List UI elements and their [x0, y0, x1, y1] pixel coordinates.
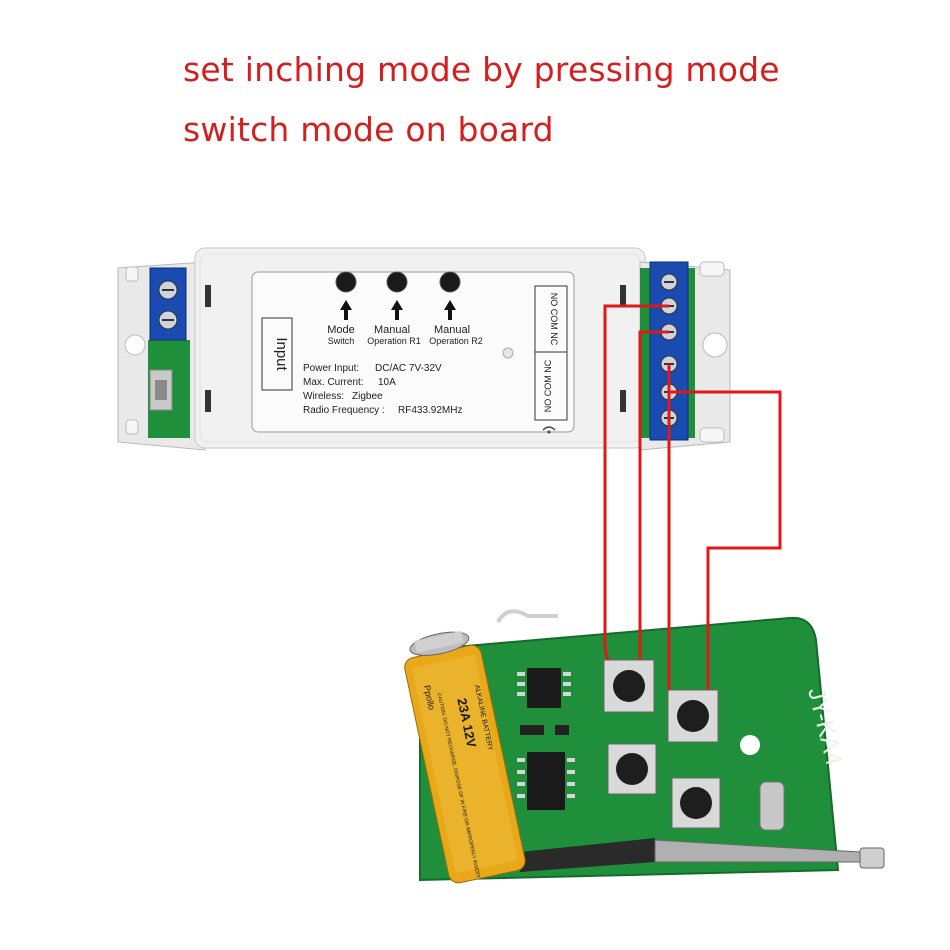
ic-chip: [527, 752, 565, 810]
wifi-icon: [542, 426, 556, 431]
spec-key: Wireless:: [303, 391, 344, 402]
r1-button-sub: Operation R1: [367, 336, 421, 346]
remote-pcb: JY-KA4: [419, 609, 885, 882]
wire-1: [603, 304, 669, 661]
status-led: [502, 347, 514, 359]
relay-module: Input Mode Switch Manual Operation R1 Ma…: [117, 247, 731, 451]
spec-value: DC/AC 7V-32V: [375, 363, 442, 374]
input-label-box: [261, 317, 293, 391]
spec-key: Max. Current:: [303, 377, 364, 388]
wire-4: [669, 390, 782, 690]
spec-value: RF433.92MHz: [398, 405, 462, 416]
mode-button-title: Mode: [327, 324, 355, 336]
terminal-label-top: NO COM NC: [549, 293, 559, 346]
output-terminal-block: [649, 261, 689, 441]
spec-key: Radio Frequency :: [303, 405, 385, 416]
r2-button-sub: Operation R2: [429, 336, 483, 346]
r2-button-title: Manual: [434, 324, 470, 336]
spec-value: Zigbee: [352, 391, 383, 402]
remote-button-c[interactable]: [607, 743, 657, 795]
manual-r2-button[interactable]: [439, 271, 461, 293]
terminal-label-box-top: [534, 285, 568, 353]
battery: 23A 12V ALKALINE BATTERY CAUTION: DO NOT…: [404, 630, 526, 884]
terminal-label-bottom: NO COM NC: [543, 359, 553, 412]
spec-list: Power Input: DC/AC 7V-32V Max. Current: …: [303, 363, 462, 416]
spec-value: 10A: [378, 377, 396, 388]
mode-button-sub: Switch: [328, 336, 355, 346]
wire-2: [638, 330, 669, 660]
manual-r1-button[interactable]: [386, 271, 408, 293]
crystal: [759, 781, 785, 831]
wires: [603, 304, 782, 690]
spec-key: Power Input:: [303, 363, 359, 374]
ic-chip: [527, 668, 561, 708]
antenna: [520, 838, 885, 872]
remote-button-b[interactable]: [667, 689, 719, 743]
input-terminal-block: [149, 267, 187, 341]
button-arrows: [340, 300, 456, 320]
caption-line-2: switch mode on board: [183, 110, 554, 149]
remote-button-d[interactable]: [671, 777, 721, 829]
relay-label-sticker: [251, 271, 575, 433]
caption-line-1: set inching mode by pressing mode: [183, 50, 780, 89]
r1-button-title: Manual: [374, 324, 410, 336]
mode-switch-button[interactable]: [335, 271, 357, 293]
terminal-label-box-bottom: [534, 351, 568, 421]
remote-button-a[interactable]: [603, 659, 655, 713]
input-label: Input: [273, 337, 290, 371]
